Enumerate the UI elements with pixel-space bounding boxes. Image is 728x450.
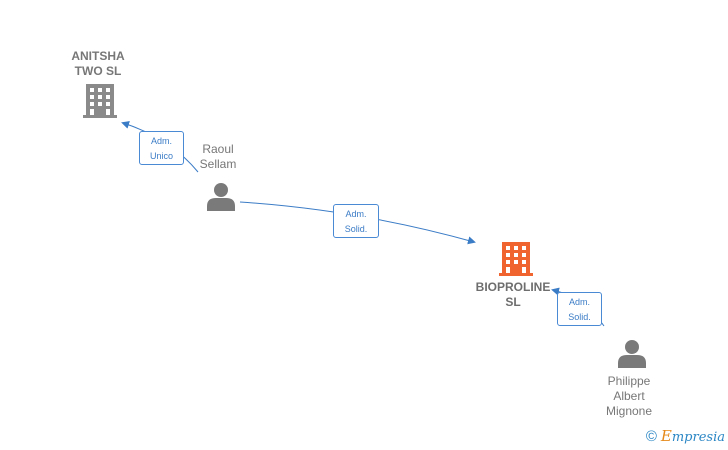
building-icon	[499, 242, 533, 276]
company-name: ANITSHA TWO SL	[71, 49, 125, 78]
person-icon	[618, 340, 646, 368]
edge-label-raoul-anitsha[interactable]: Adm. Unico	[139, 131, 184, 165]
node-anitsha-two-sl[interactable]: ANITSHA TWO SL	[48, 49, 148, 79]
building-icon	[83, 84, 117, 118]
node-raoul-sellam[interactable]: Raoul Sellam	[178, 142, 258, 172]
person-icon	[207, 183, 235, 211]
edge-label-philippe-bioproline[interactable]: Adm. Solid.	[557, 292, 602, 326]
brand-watermark: © Empresia	[646, 427, 725, 445]
copyright-icon: ©	[645, 427, 657, 445]
node-philippe-albert-mignone[interactable]: Philippe Albert Mignone	[586, 374, 672, 419]
company-name: BIOPROLINE SL	[475, 280, 551, 309]
edge-label-raoul-bioproline[interactable]: Adm. Solid.	[333, 204, 379, 238]
person-name: Raoul Sellam	[199, 142, 237, 171]
brand-logo: Empresia	[660, 427, 725, 445]
person-name: Philippe Albert Mignone	[605, 374, 653, 418]
node-bioproline-sl[interactable]: BIOPROLINE SL	[458, 280, 568, 310]
